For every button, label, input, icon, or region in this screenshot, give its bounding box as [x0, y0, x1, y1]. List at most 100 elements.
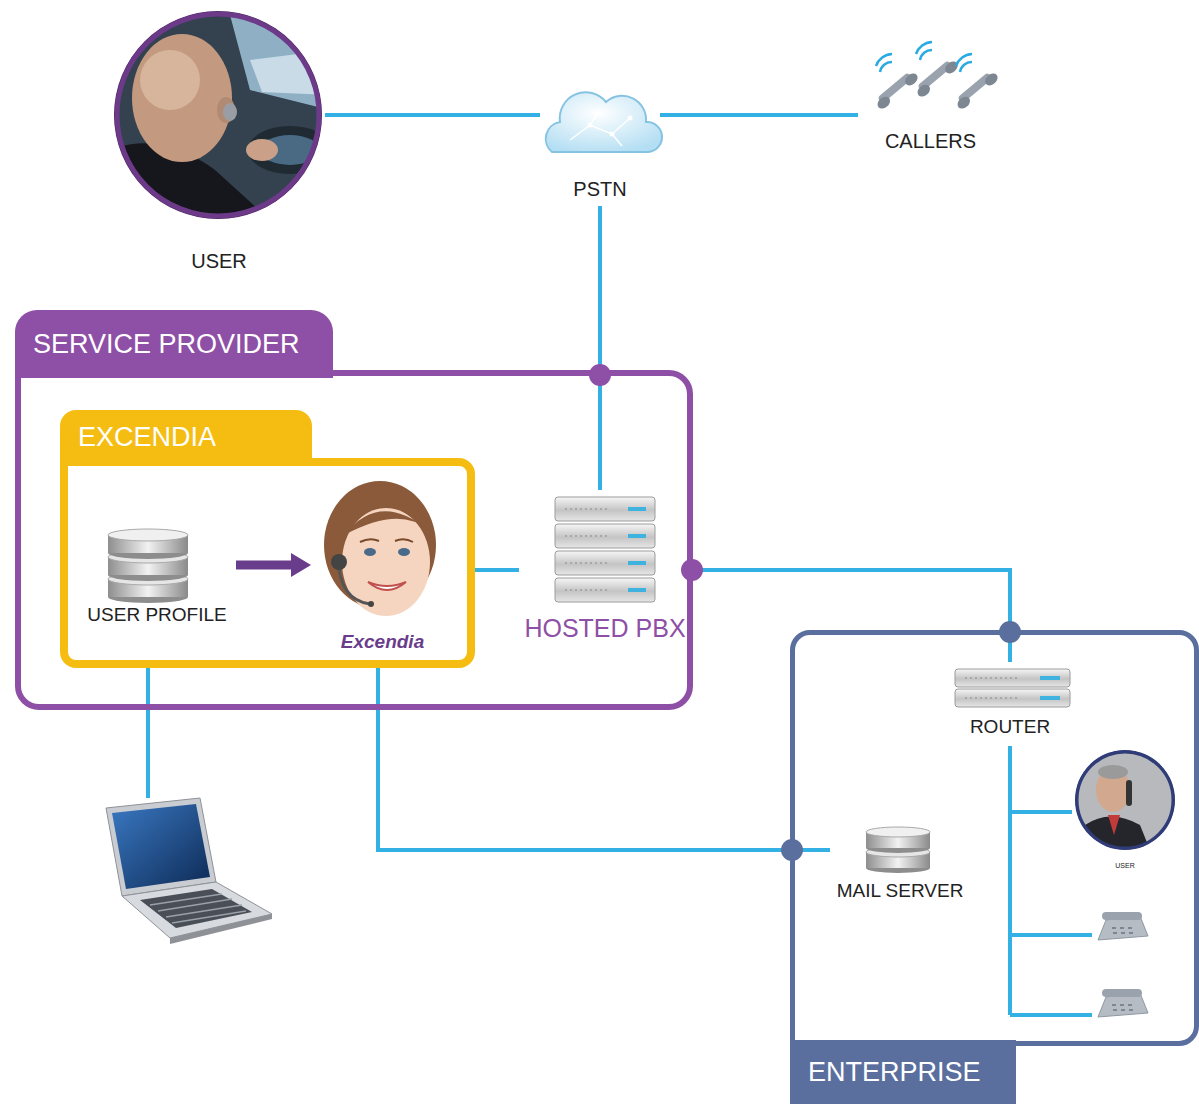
user-photo-small: [1108, 815, 1120, 835]
node-label: CALLERS: [858, 130, 1003, 153]
wire: [1008, 812, 1012, 1015]
callers-icon: [873, 42, 1000, 111]
panel-tab: ENTERPRISE: [790, 1040, 1016, 1104]
connector-line: [475, 568, 519, 572]
agent-face: [360, 539, 413, 542]
excendia-panel: EXCENDIA USER PROFILE Excendia: [60, 410, 475, 668]
desk-phone-icon: [1112, 928, 1133, 933]
callers-icon: [913, 57, 960, 99]
router-icon: [955, 669, 1070, 707]
agent-face: [344, 511, 428, 535]
connector-line: [325, 113, 540, 117]
user-photo: [246, 139, 278, 161]
callers-icon: [915, 82, 932, 99]
agent-node: Excendia: [315, 480, 450, 658]
router-icon: [1040, 676, 1060, 680]
desk-phone-icon: [1102, 912, 1142, 920]
desk-phone-icon: [1098, 912, 1148, 940]
server-icon: [628, 588, 646, 592]
router-icon: [965, 678, 1020, 698]
router-icon: [955, 669, 1070, 687]
callers-icon: [876, 42, 972, 72]
user-photo-small: [1075, 750, 1175, 850]
mail-database-icon: [866, 827, 930, 837]
server-icon: [628, 534, 646, 538]
node-label: Excendia: [315, 631, 450, 653]
connector: [660, 115, 858, 116]
connector-line: [236, 561, 293, 570]
user-photo: [250, 50, 330, 95]
pstn-cloud-icon: [570, 110, 630, 146]
laptop-icon: [140, 889, 252, 928]
user-photo-small: [1075, 750, 1175, 850]
agent-face: [364, 548, 376, 556]
server-icon: [555, 497, 655, 602]
laptop-icon: [170, 914, 272, 944]
callers-icon: [955, 94, 972, 111]
user-photo: [140, 50, 200, 110]
service-provider-panel: SERVICE PROVIDER EXCENDIA USER PROFILE Exce…: [15, 310, 693, 710]
router-icon: [1040, 696, 1060, 700]
user-photo-small: [1077, 752, 1173, 848]
wire: [1010, 1013, 1092, 1017]
panel-tab: EXCENDIA: [60, 410, 312, 465]
panel-title: EXCENDIA: [60, 410, 312, 465]
connector: [475, 570, 519, 571]
agent-face: [368, 582, 406, 590]
server-icon: [628, 561, 646, 565]
desk-phone-icon: [1098, 989, 1148, 1017]
user-photo: [117, 14, 319, 216]
desk-phone-icon: [1102, 989, 1142, 997]
wire: [1010, 933, 1092, 937]
connector: [378, 668, 830, 850]
connector: [236, 553, 311, 577]
connector: [325, 115, 540, 116]
server-icon: [628, 507, 646, 511]
user-photo: [110, 10, 332, 220]
user-photo-small: [1075, 750, 1175, 850]
connector-line: [691, 570, 1010, 662]
connector: [1010, 746, 1072, 812]
connector-line: [598, 206, 602, 490]
panel-title: ENTERPRISE: [790, 1040, 1016, 1104]
connector-line: [1010, 746, 1072, 812]
laptop-icon: [150, 894, 246, 923]
pstn-cloud-node: PSTN: [540, 88, 660, 206]
user-photo: [132, 34, 232, 162]
wire: [148, 668, 1092, 1015]
callers-icon: [875, 94, 892, 111]
mail-database-icon: [866, 827, 930, 873]
node-label: PSTN: [540, 178, 660, 201]
callers-icon: [953, 69, 1000, 111]
connector-line: [378, 668, 830, 850]
connector-line: [660, 113, 858, 117]
agent-face: [324, 481, 436, 616]
database-node: USER PROFILE: [82, 525, 232, 637]
enterprise-panel: ENTERPRISE ROUTER USER MAIL SERVER: [790, 630, 1199, 1104]
callers-node: CALLERS: [858, 40, 1003, 165]
node-label: MAIL SERVER: [830, 880, 970, 902]
arrow-head: [291, 553, 311, 577]
callers-icon: [983, 71, 1000, 88]
node-label: USER PROFILE: [82, 604, 232, 626]
database-icon: [108, 529, 188, 541]
callers-icon: [903, 71, 920, 88]
laptop-icon: [112, 804, 210, 889]
user-photo-small: [1098, 765, 1128, 779]
pstn-cloud-icon: [628, 116, 633, 121]
laptop-icon: [122, 882, 272, 938]
database-icon: [108, 529, 188, 603]
pstn-cloud-icon: [610, 132, 615, 137]
node-label: ROUTER: [948, 716, 1072, 738]
wire: [146, 668, 150, 798]
node-label: USER: [1072, 862, 1178, 870]
panel-title: SERVICE PROVIDER: [15, 310, 333, 378]
laptop-icon: [106, 798, 272, 944]
agent-face: [368, 601, 374, 607]
user-photo: [110, 10, 330, 220]
